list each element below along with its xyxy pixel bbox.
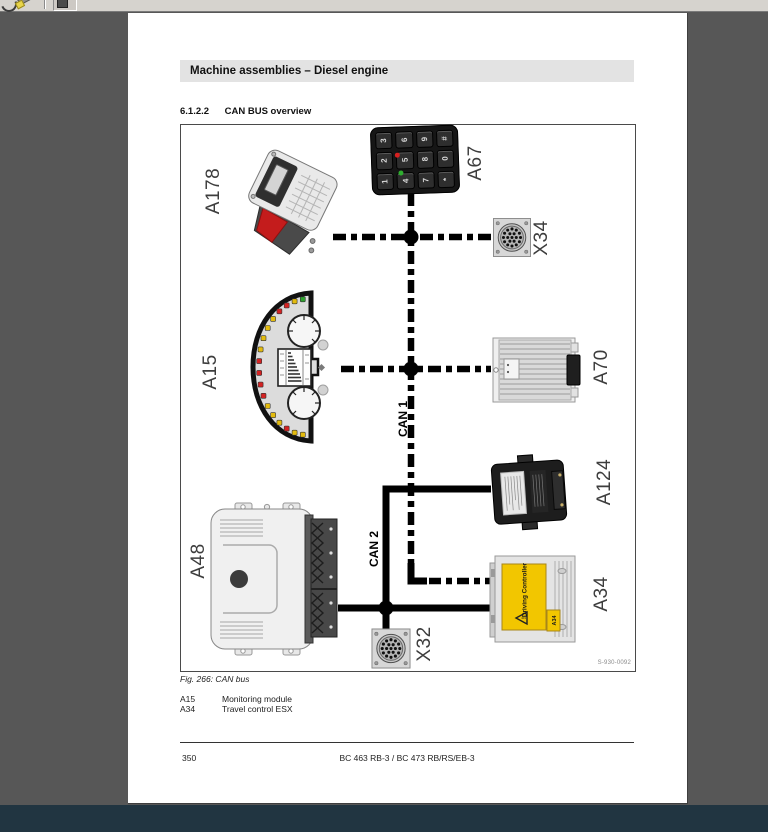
a15-label: A15 — [200, 354, 221, 390]
keypad-key: 0 — [436, 149, 455, 168]
monitoring-module-icon — [250, 290, 329, 444]
toolbar — [0, 0, 768, 15]
a34-label: A34 — [591, 576, 612, 612]
keypad-key: 9 — [415, 130, 434, 149]
a124-module — [489, 453, 573, 536]
a15-monitoring-module — [247, 289, 339, 450]
keypad-key: 2 — [375, 152, 394, 171]
keypad-green-led-icon — [398, 169, 404, 176]
status-bar — [0, 805, 768, 832]
chapter-title: Machine assemblies – Diesel engine — [190, 65, 389, 77]
a34-sticker-title: Driving Controller — [522, 562, 529, 617]
x34-connector — [493, 217, 531, 263]
a178-label: A178 — [203, 167, 224, 215]
a67-label: A67 — [465, 145, 486, 181]
keypad-key: # — [435, 129, 454, 148]
tool-glyph-icon — [57, 0, 68, 8]
figure-caption: Fig. 266: CAN bus — [180, 674, 250, 684]
keypad-key: 3 — [375, 131, 393, 150]
a34-sticker-tag: A34 — [552, 616, 558, 626]
a48-engine-ecu — [203, 493, 341, 670]
keypad-key: 6 — [395, 131, 414, 149]
keypad-keys: 3 6 9 # 2 5 8 0 1 4 7 * — [375, 129, 455, 191]
footer-rule — [180, 742, 634, 743]
legend-key: A15 — [180, 694, 196, 704]
chapter-header: Machine assemblies – Diesel engine — [180, 60, 634, 82]
can1-bus-label: CAN 1 — [396, 400, 410, 438]
x32-connector — [370, 628, 412, 674]
a48-label: A48 — [188, 543, 209, 579]
active-tool-button[interactable] — [53, 0, 77, 11]
legend-key: A34 — [180, 704, 196, 714]
keypad-red-led-icon — [394, 152, 400, 158]
drawing-number: S-930-0092 — [597, 660, 631, 666]
a178-terminal-icon — [248, 149, 338, 255]
can-bus-lines-icon — [333, 193, 493, 631]
a124-label: A124 — [594, 458, 615, 506]
can2-bus-label: CAN 2 — [367, 530, 381, 568]
a70-label: A70 — [591, 349, 612, 385]
round-connector-icon — [493, 218, 531, 257]
section-title: CAN BUS overview — [224, 106, 312, 117]
svg-text:!: ! — [522, 617, 528, 619]
keypad-key: * — [437, 170, 455, 189]
a178-terminal — [239, 143, 339, 272]
engine-ecu-icon — [210, 502, 338, 656]
travel-control-icon: ! Driving Controller A34 — [489, 555, 576, 643]
round-connector-icon — [371, 628, 411, 669]
control-module-icon — [492, 337, 581, 403]
a34-travel-control: ! Driving Controller A34 — [489, 553, 583, 650]
legend-row: A15 Monitoring module — [180, 694, 292, 704]
keypad-key: 1 — [376, 172, 395, 191]
document-reference: BC 463 RB-3 / BC 473 RB/RS/EB-3 — [339, 753, 475, 763]
keypad-key: 8 — [416, 150, 435, 169]
section-heading: 6.1.2.2 CAN BUS overview — [180, 106, 311, 117]
x34-label: X34 — [531, 220, 552, 256]
a67-keypad: 3 6 9 # 2 5 8 0 1 4 7 * — [369, 124, 461, 196]
page-number: 350 — [182, 753, 197, 763]
black-box-module-icon — [490, 454, 568, 531]
toolbar-separator — [44, 0, 46, 9]
legend-value: Travel control ESX — [222, 704, 293, 714]
legend-row: A34 Travel control ESX — [180, 704, 293, 714]
section-number: 6.1.2.2 — [180, 106, 210, 117]
document-page: Machine assemblies – Diesel engine 6.1.2… — [128, 13, 688, 804]
legend-value: Monitoring module — [222, 694, 292, 704]
keypad-key: 7 — [416, 170, 435, 189]
highlighter-icon[interactable] — [14, 0, 31, 10]
a70-module — [491, 335, 585, 410]
x32-label: X32 — [414, 626, 435, 662]
figure-canvas: A178 3 6 9 # 2 5 8 0 1 4 7 * — [180, 124, 636, 672]
